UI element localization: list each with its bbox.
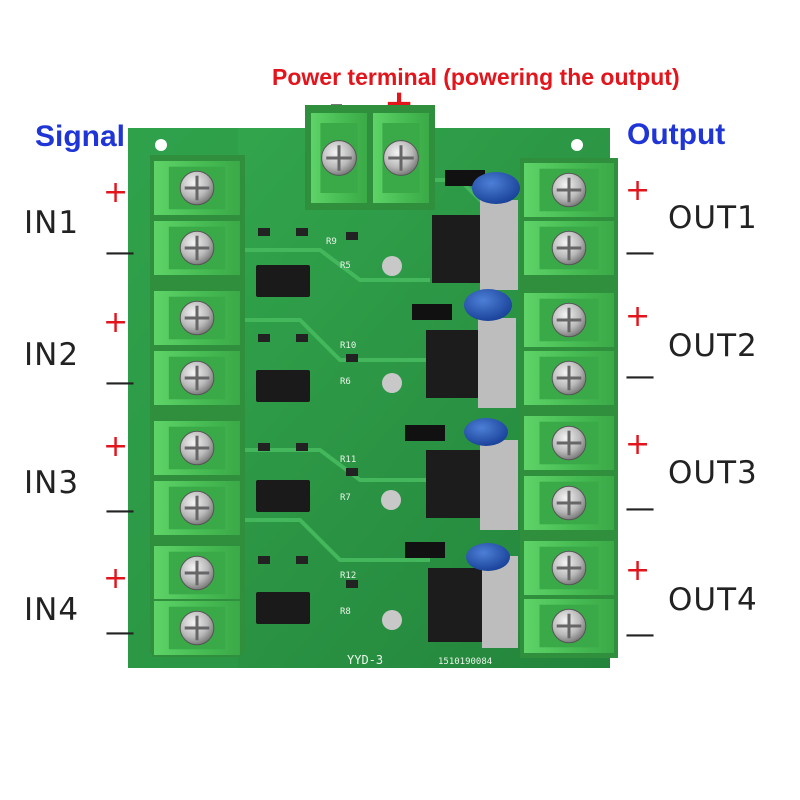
input-3-plus-mark: +: [103, 429, 129, 464]
output-label-4: OUT4: [668, 582, 758, 618]
res-label-r9: R9: [326, 237, 337, 247]
output-4-minus-mark: —: [625, 617, 655, 652]
board-model: YYD-3: [347, 653, 383, 667]
output-1-minus-mark: —: [625, 235, 655, 270]
power-plus-screw-terminal: [371, 111, 431, 205]
res-label-r5: R5: [340, 261, 351, 271]
output-screw-terminal: [522, 349, 616, 407]
res-label-r8: R8: [340, 607, 351, 617]
input-screw-terminal: [152, 289, 242, 347]
input-screw-terminal: [152, 349, 242, 407]
output-3-plus-mark: +: [625, 427, 651, 462]
output-2-plus-mark: +: [625, 299, 651, 334]
small-components: [258, 228, 402, 630]
input-3-minus-mark: —: [105, 493, 135, 528]
res-label-r12: R12: [340, 571, 356, 581]
input-screw-terminal: [152, 599, 242, 657]
optocouplers: [256, 265, 310, 624]
output-screw-terminal: [522, 474, 616, 532]
input-screw-terminal: [152, 419, 242, 477]
input-4-plus-mark: +: [103, 561, 129, 596]
res-label-r6: R6: [340, 377, 351, 387]
output-1-plus-mark: +: [625, 173, 651, 208]
res-label-r11: R11: [340, 455, 356, 465]
input-label-4: IN4: [24, 592, 80, 628]
power-terminal-caption: Power terminal (powering the output): [272, 64, 680, 90]
output-label-2: OUT2: [668, 328, 758, 364]
output-label-3: OUT3: [668, 455, 758, 491]
power-minus-screw-terminal: [309, 111, 369, 205]
output-screw-terminal: [522, 414, 616, 472]
signal-label: Signal: [35, 120, 126, 153]
res-label-r10: R10: [340, 341, 356, 351]
output-screw-terminal: [522, 291, 616, 349]
input-4-minus-mark: —: [105, 615, 135, 650]
output-screw-terminal: [522, 219, 616, 277]
input-screw-terminal: [152, 544, 242, 602]
input-label-1: IN1: [24, 205, 80, 241]
output-label-1: OUT1: [668, 200, 758, 236]
output-screw-terminal: [522, 161, 616, 219]
output-4-plus-mark: +: [625, 553, 651, 588]
output-screw-terminal: [522, 539, 616, 597]
output-label: Output: [627, 118, 726, 151]
input-screw-terminal: [152, 219, 242, 277]
input-2-minus-mark: —: [105, 365, 135, 400]
output-2-minus-mark: —: [625, 359, 655, 394]
input-1-plus-mark: +: [103, 175, 129, 210]
mosfets: [426, 200, 518, 648]
input-1-minus-mark: —: [105, 235, 135, 270]
output-3-minus-mark: —: [625, 491, 655, 526]
board-serial: 1510190084: [438, 657, 492, 667]
input-screw-terminal: [152, 159, 242, 217]
capacitors: [464, 172, 520, 571]
input-label-3: IN3: [24, 465, 80, 501]
res-label-r7: R7: [340, 493, 351, 503]
input-2-plus-mark: +: [103, 305, 129, 340]
output-screw-terminal: [522, 597, 616, 655]
input-label-2: IN2: [24, 337, 80, 373]
input-screw-terminal: [152, 479, 242, 537]
